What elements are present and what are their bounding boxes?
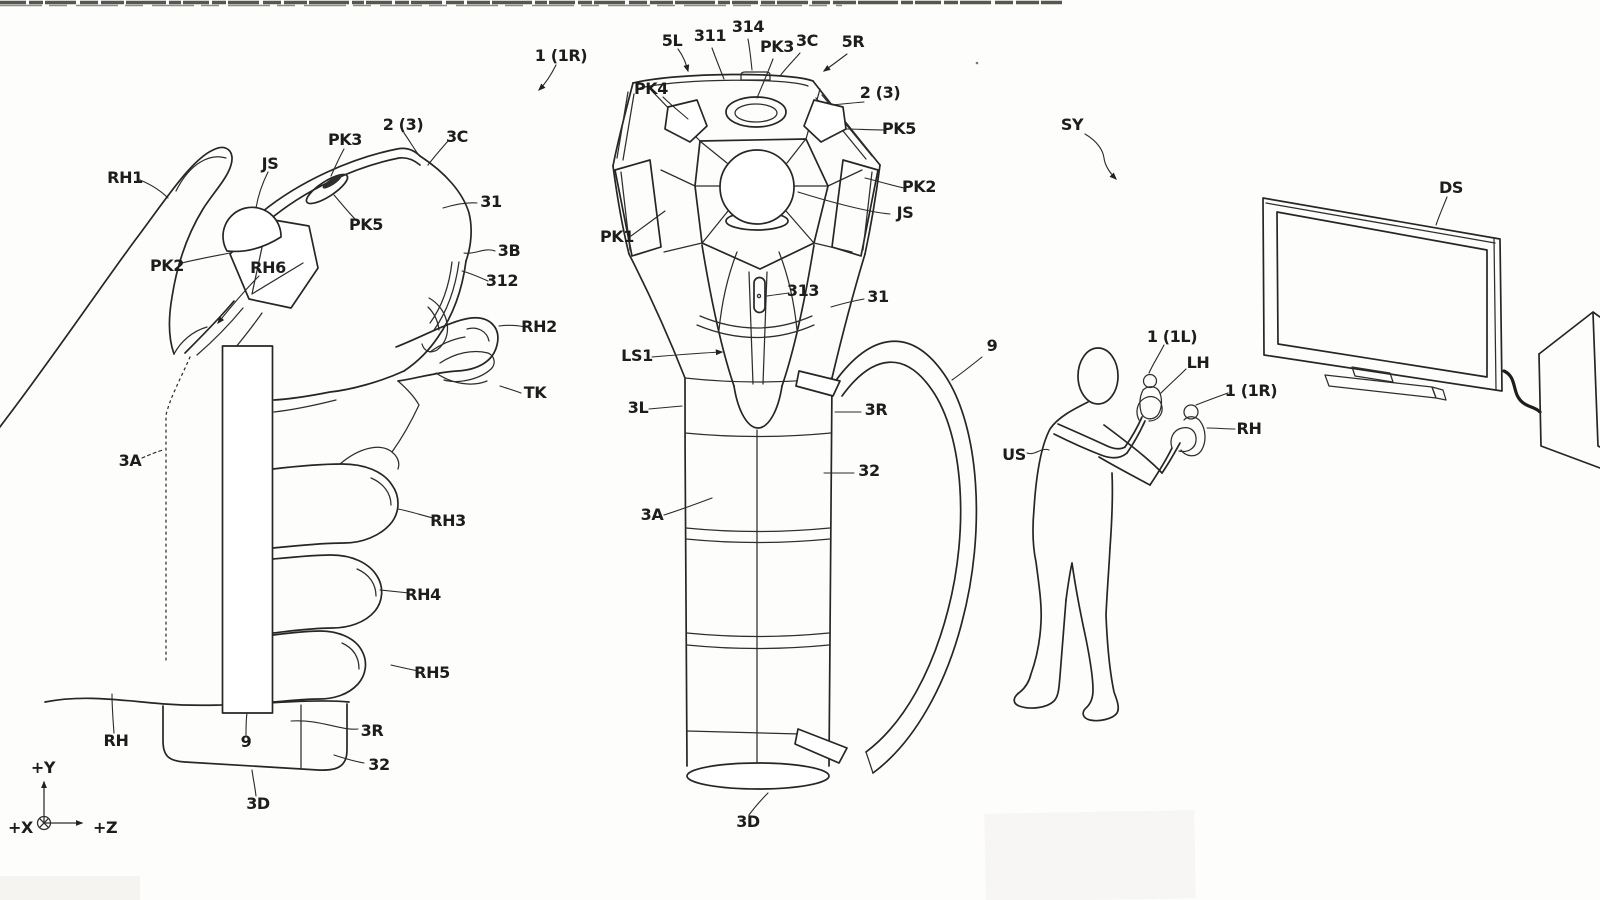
tv-outer-frame [1263,198,1502,391]
label-mid-2-3: 2 (3) [860,83,900,102]
label-left-2-3: 2 (3) [383,115,423,134]
label-mid-5l: 5L [662,31,683,50]
label-left-rh2: RH2 [521,317,557,336]
left-axis-indicator [38,782,83,830]
left-strap-band [223,346,273,713]
label-left-3c: 3C [446,127,468,146]
label-mid-3a: 3A [641,505,665,524]
label-mid-pk1: PK1 [600,227,634,246]
middle-controller-head [613,72,880,378]
label-left-rh3: RH3 [430,511,466,530]
label-left-9: 9 [241,732,252,751]
user-right-hand [1171,428,1196,452]
label-left-pk2: PK2 [150,256,184,275]
middle-button-pk4 [665,100,707,142]
left-handle-and-strap [45,346,349,770]
figure-controller-front-view: 5L 311 314 PK3 3C 5R PK4 2 (3) PK5 PK2 J… [600,17,998,831]
label-mid-311: 311 [694,26,726,45]
label-left-31: 31 [480,192,502,211]
label-mid-3l: 3L [628,398,649,417]
label-mid-ls1: LS1 [621,346,653,365]
right-leader-lines [1027,134,1447,454]
label-mid-5r: 5R [842,32,865,51]
label-mid-313: 313 [787,281,819,300]
left-labels: 1 (1R) RH1 JS PK3 2 (3) 3C 31 PK5 PK2 RH… [8,46,587,837]
label-mid-pk2: PK2 [902,177,936,196]
label-mid-31: 31 [867,287,889,306]
label-right-lh: LH [1187,353,1210,372]
label-left-3b: 3B [498,241,521,260]
left-hidden-edge-3a [166,357,190,660]
left-hand-thumb [0,148,232,432]
label-left-rh1: RH1 [107,168,143,187]
left-handle-bottom [163,704,347,770]
display-tv [1263,198,1502,400]
controller-1l-knob [1144,375,1157,388]
console-box [1539,312,1600,468]
middle-neck [697,245,814,428]
middle-handle-bottom-3d [687,763,829,789]
label-left-32: 32 [368,755,389,774]
middle-leader-lines [631,39,982,815]
user-silhouette [1014,348,1205,721]
label-right-rh: RH [1237,419,1262,438]
left-finger-rh3 [273,464,398,548]
tv-screen [1277,212,1487,377]
label-left-3a: 3A [119,451,143,470]
label-left-js: JS [261,154,279,173]
left-leader-lines [112,65,556,796]
label-mid-314: 314 [732,17,764,36]
label-mid-9: 9 [987,336,998,355]
label-mid-js: JS [896,203,914,222]
left-hand-fingers [273,318,498,702]
label-axis-z: +Z [93,818,117,837]
middle-button-pk5 [804,100,846,142]
label-axis-x: +X [8,818,34,837]
label-mid-pk5: PK5 [882,119,916,138]
strap-inner-edge [842,362,961,752]
label-left-tk: TK [524,383,548,402]
label-right-sy: SY [1061,115,1084,134]
label-axis-y: +Y [31,758,56,777]
controller-1l-body [1140,387,1162,419]
figure-left-controller-in-hand: 1 (1R) RH1 JS PK3 2 (3) 3C 31 PK5 PK2 RH… [0,46,587,837]
label-left-3r: 3R [361,721,384,740]
middle-slot-5l [617,92,634,160]
label-mid-32: 32 [858,461,879,480]
label-left-pk3: PK3 [328,130,362,149]
label-left-rh4: RH4 [405,585,441,604]
controller-1r-body [1181,417,1205,456]
label-left-rh6: RH6 [250,258,286,277]
figure-system-diagram: SY DS 1 (1L) LH 1 (1R) RH US [1002,115,1600,721]
cable [1504,371,1540,412]
label-mid-pk4: PK4 [634,79,668,98]
label-mid-pk3: PK3 [760,37,794,56]
label-right-ds: DS [1439,178,1463,197]
label-left-312: 312 [486,271,518,290]
label-mid-3r: 3R [865,400,888,419]
left-finger-rh5 [273,631,365,702]
label-right-1-1r: 1 (1R) [1225,381,1277,400]
middle-handle [685,378,832,789]
label-right-1-1l: 1 (1L) [1147,327,1197,346]
label-mid-3c: 3C [796,31,818,50]
label-right-us: US [1002,445,1026,464]
left-finger-rh4 [273,555,382,633]
label-left-ref-1-1r: 1 (1R) [535,46,587,65]
label-left-rh: RH [104,731,129,750]
label-left-rh5: RH5 [414,663,450,682]
label-left-pk5: PK5 [349,215,383,234]
label-left-3d: 3D [246,794,270,813]
label-mid-3d: 3D [736,812,760,831]
